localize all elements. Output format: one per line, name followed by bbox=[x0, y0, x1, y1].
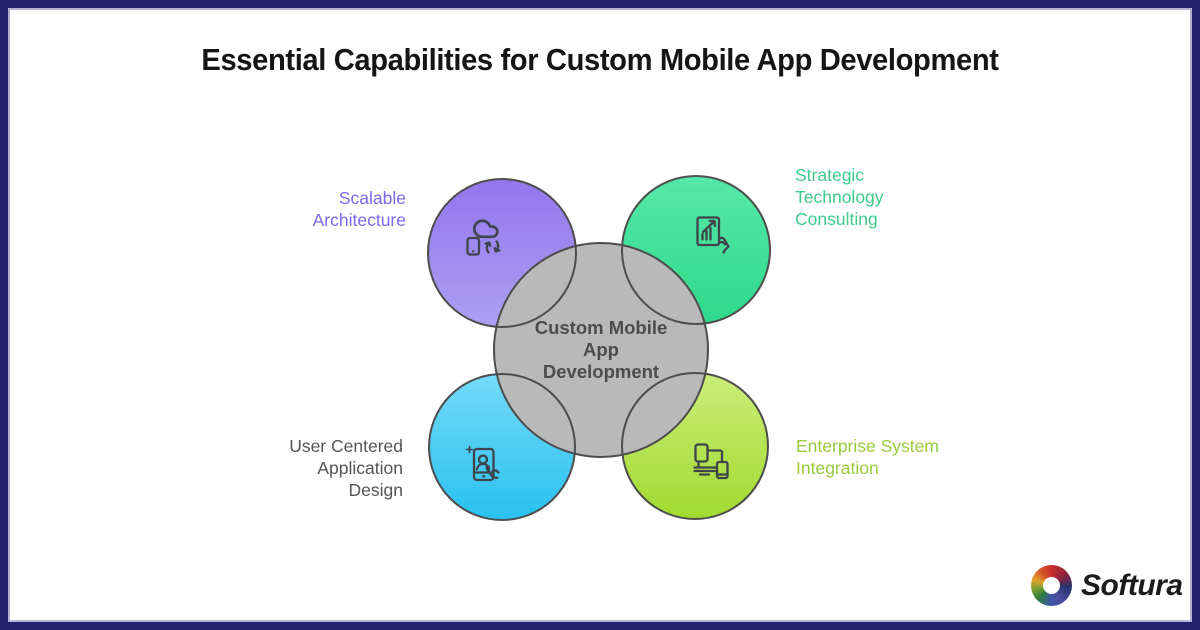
phone-user-touch-icon bbox=[465, 445, 500, 482]
softura-swirl-icon bbox=[1031, 565, 1072, 606]
brand-name: Softura bbox=[1081, 568, 1183, 602]
label-scalable-architecture: Scalable Architecture bbox=[312, 188, 406, 230]
connected-devices-icon bbox=[693, 443, 729, 480]
chart-tablet-hand-icon bbox=[696, 216, 730, 254]
brand-logo: Softura bbox=[1031, 565, 1183, 606]
page-title: Essential Capabilities for Custom Mobile… bbox=[201, 42, 999, 77]
cloud-sync-icon bbox=[466, 219, 501, 256]
circle-outlines bbox=[427, 175, 771, 521]
center-circle-label: Custom Mobile App Development bbox=[534, 317, 668, 382]
label-user-centered-application-design: User Centered Application Design bbox=[289, 436, 403, 500]
label-strategic-technology-consulting: Strategic Technology Consulting bbox=[795, 165, 884, 229]
label-enterprise-system-integration: Enterprise System Integration bbox=[796, 436, 939, 478]
circle-center-custom-mobile-app-development bbox=[494, 243, 708, 457]
